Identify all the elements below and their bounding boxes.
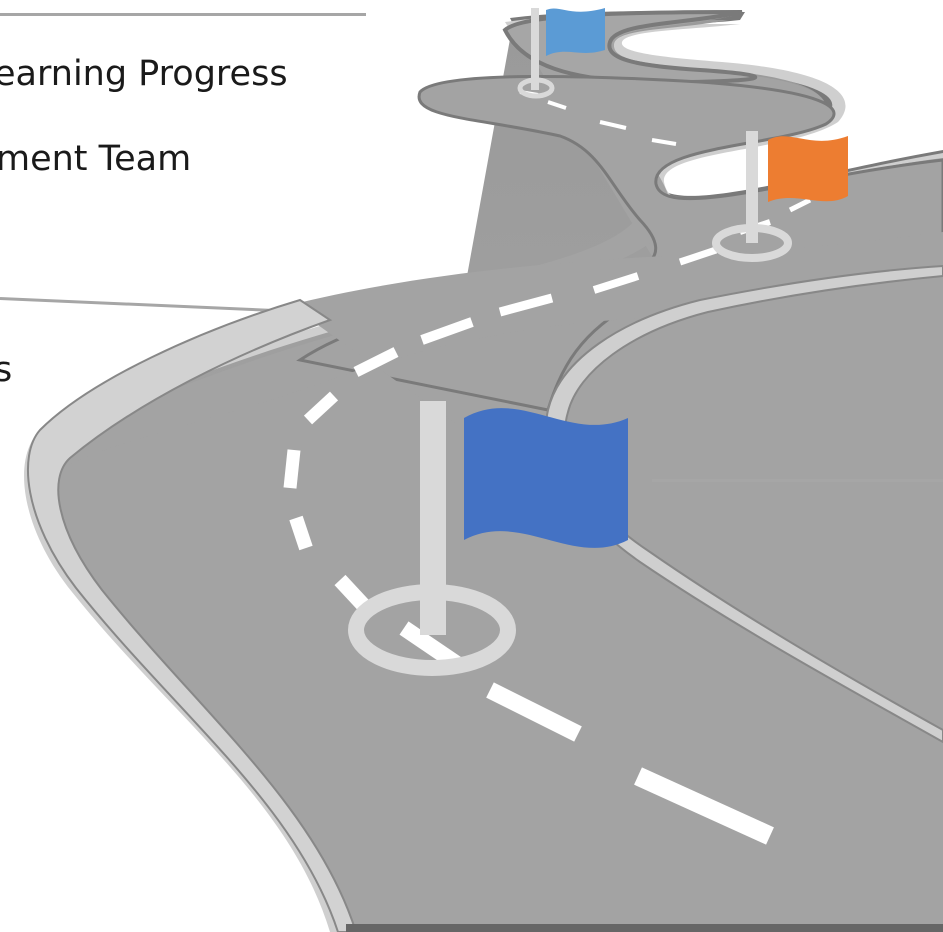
top-guide-line: [0, 13, 366, 16]
flag-icon-far: [546, 8, 605, 56]
caption-learning-progress: earning Progress: [0, 54, 288, 94]
right-guide-line: [652, 479, 943, 482]
milestone-mid: [712, 131, 848, 262]
flag-pole-mid: [746, 131, 758, 243]
flag-pole-near: [420, 401, 446, 635]
milestone-near: [348, 401, 628, 676]
road-left-shoulder: [26, 298, 358, 932]
road-upper-curve: [420, 77, 701, 306]
road-bottom-edge: [346, 924, 943, 932]
flag-icon-near: [464, 408, 628, 548]
caption-team: ment Team: [0, 139, 192, 179]
milestone-far: [517, 8, 605, 99]
flag-pole-far: [531, 8, 539, 90]
road-lower-body: [45, 232, 943, 932]
caption-fragment: s: [0, 350, 13, 390]
flag-icon-mid: [768, 136, 848, 202]
